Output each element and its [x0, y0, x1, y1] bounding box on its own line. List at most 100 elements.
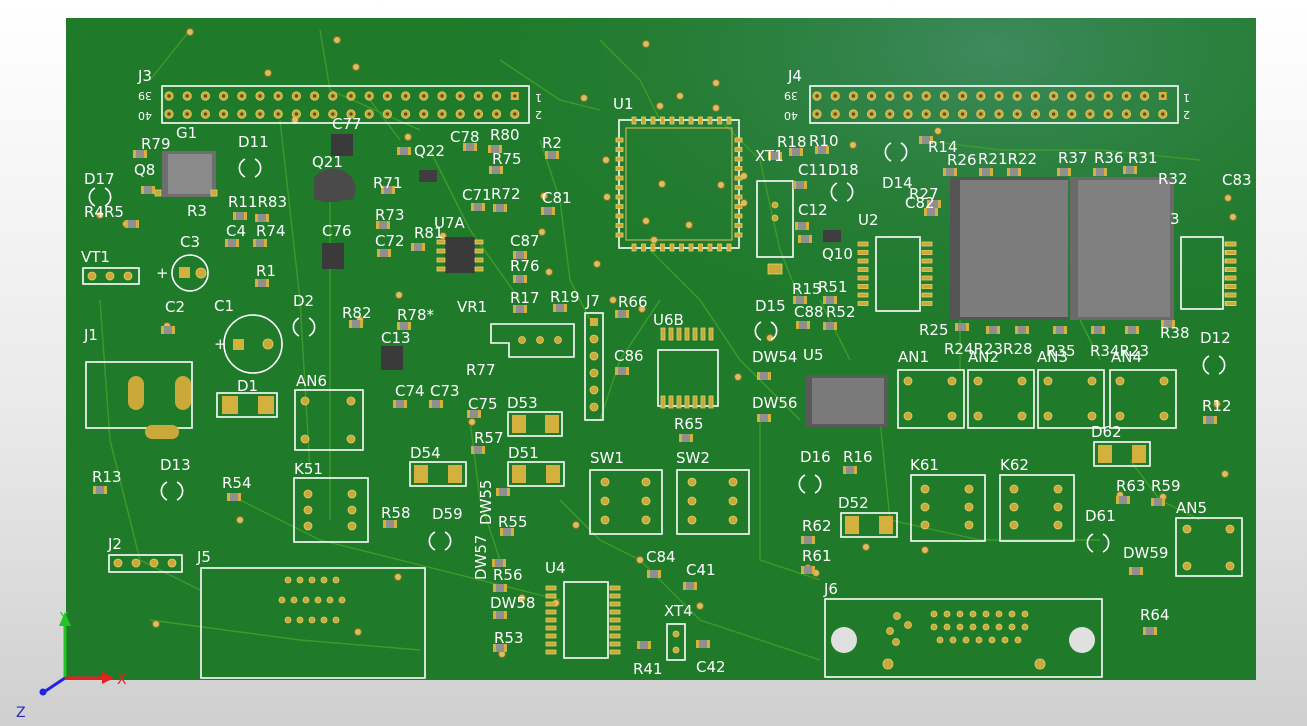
sw1-label: SW1 [590, 449, 624, 467]
c1-label: C1 [214, 297, 234, 315]
d51-diode[interactable] [507, 461, 565, 487]
d1-diode[interactable] [216, 392, 278, 418]
c3-label: C3 [180, 233, 200, 251]
vt1-header[interactable] [82, 267, 140, 285]
dw57-label: DW57 [472, 535, 490, 580]
r11r83-label: R11R83 [228, 193, 287, 211]
j4-pin2-label: 2 [1183, 108, 1190, 121]
r76-label: R76 [510, 257, 540, 275]
led-group [88, 142, 1226, 553]
vr1-potentiometer[interactable] [490, 323, 575, 358]
d15-label: D15 [755, 297, 786, 315]
r1-label: R1 [256, 262, 276, 280]
c1-capacitor[interactable]: + [214, 314, 283, 374]
u2-ic[interactable] [857, 236, 933, 312]
d54-diode[interactable] [409, 461, 467, 487]
c86-label: C86 [614, 347, 644, 365]
j3-header[interactable]: J3 39 40 1 2 [137, 67, 542, 124]
an1-label: AN1 [898, 348, 929, 366]
j2-header[interactable] [108, 554, 183, 573]
c88-label: C88 [794, 303, 824, 321]
c3-capacitor[interactable]: + [156, 254, 209, 292]
r12-label: R12 [1202, 397, 1232, 415]
r72-label: R72 [491, 185, 521, 203]
an6-switch[interactable] [294, 389, 364, 451]
r16-label: R16 [843, 448, 873, 466]
d11-label: D11 [238, 133, 269, 151]
u6b-ic[interactable] [657, 327, 719, 409]
q8-label: Q8 [134, 161, 155, 179]
xt1-crystal[interactable] [756, 180, 794, 275]
d17-label: D17 [84, 170, 115, 188]
r78-label: R78* [397, 306, 435, 324]
r26-label: R26 [947, 151, 977, 169]
j6-label: J6 [823, 580, 838, 598]
c11-label: C11 [798, 161, 828, 179]
sw1-switch[interactable] [589, 469, 663, 535]
r41-label: R41 [633, 660, 663, 678]
an5-switch[interactable] [1175, 517, 1243, 577]
x-axis-label: X [117, 672, 127, 688]
k61-relay[interactable] [910, 474, 986, 542]
dw56-label: DW56 [752, 394, 797, 412]
an6-label: AN6 [296, 372, 327, 390]
r74-label: R74 [256, 222, 286, 240]
r10-label: R10 [809, 132, 839, 150]
u7a-ic[interactable] [436, 237, 484, 273]
r19-label: R19 [550, 288, 580, 306]
j7-label: J7 [585, 292, 600, 310]
c78-label: C78 [450, 128, 480, 146]
c76-capacitor[interactable] [322, 243, 344, 269]
k61-label: K61 [910, 456, 939, 474]
j4-header[interactable]: J4 39 40 1 2 [784, 67, 1190, 124]
c77-capacitor[interactable] [331, 134, 353, 156]
vr1-label: VR1 [457, 298, 487, 316]
sw2-switch[interactable] [676, 469, 750, 535]
j1-power-jack[interactable] [85, 361, 193, 439]
relay-block-right[interactable] [1070, 177, 1174, 320]
q22-label: Q22 [414, 142, 445, 160]
r61-label: R61 [802, 547, 832, 565]
r79-label: R79 [141, 135, 171, 153]
g1-label: G1 [176, 124, 197, 142]
k51-label: K51 [294, 460, 323, 478]
u7a-label: U7A [434, 214, 466, 232]
k62-relay[interactable] [999, 474, 1075, 542]
d62-diode[interactable] [1093, 441, 1151, 467]
q21-transistor[interactable] [314, 168, 356, 202]
d52-diode[interactable] [840, 512, 898, 538]
d53-diode[interactable] [507, 411, 563, 437]
r80-label: R80 [490, 126, 520, 144]
d13-label: D13 [160, 456, 191, 474]
u4-ic[interactable] [545, 581, 621, 659]
u1-mcu[interactable] [615, 116, 743, 252]
r36-label: R36 [1094, 149, 1124, 167]
c3-polarity-label: + [156, 264, 169, 282]
relay-block-left[interactable] [950, 177, 1068, 320]
xt4-crystal[interactable] [666, 623, 686, 661]
k51-relay[interactable] [293, 477, 369, 543]
u5-relay[interactable] [806, 375, 888, 427]
c12-label: C12 [798, 201, 828, 219]
r38-label: R38 [1160, 324, 1190, 342]
r25-label: R25 [919, 321, 949, 339]
k62-label: K62 [1000, 456, 1029, 474]
j5-connector[interactable] [200, 567, 426, 679]
r81-label: R81 [414, 224, 444, 242]
r53-label: R53 [494, 629, 524, 647]
r4r5-label: R4R5 [84, 203, 124, 221]
d61-label: D61 [1085, 507, 1116, 525]
j6-db-connector[interactable] [824, 598, 1103, 678]
u3-ic[interactable] [1180, 236, 1237, 310]
c77-label: C77 [332, 115, 362, 133]
c13-capacitor[interactable] [381, 346, 403, 370]
j7-header[interactable] [584, 312, 604, 421]
vt1-label: VT1 [81, 248, 110, 266]
r77-label: R77 [466, 361, 496, 379]
switch-row[interactable] [897, 369, 1177, 429]
d52-label: D52 [838, 494, 869, 512]
d53-label: D53 [507, 394, 538, 412]
c72-label: C72 [375, 232, 405, 250]
g1-component[interactable] [154, 151, 218, 197]
